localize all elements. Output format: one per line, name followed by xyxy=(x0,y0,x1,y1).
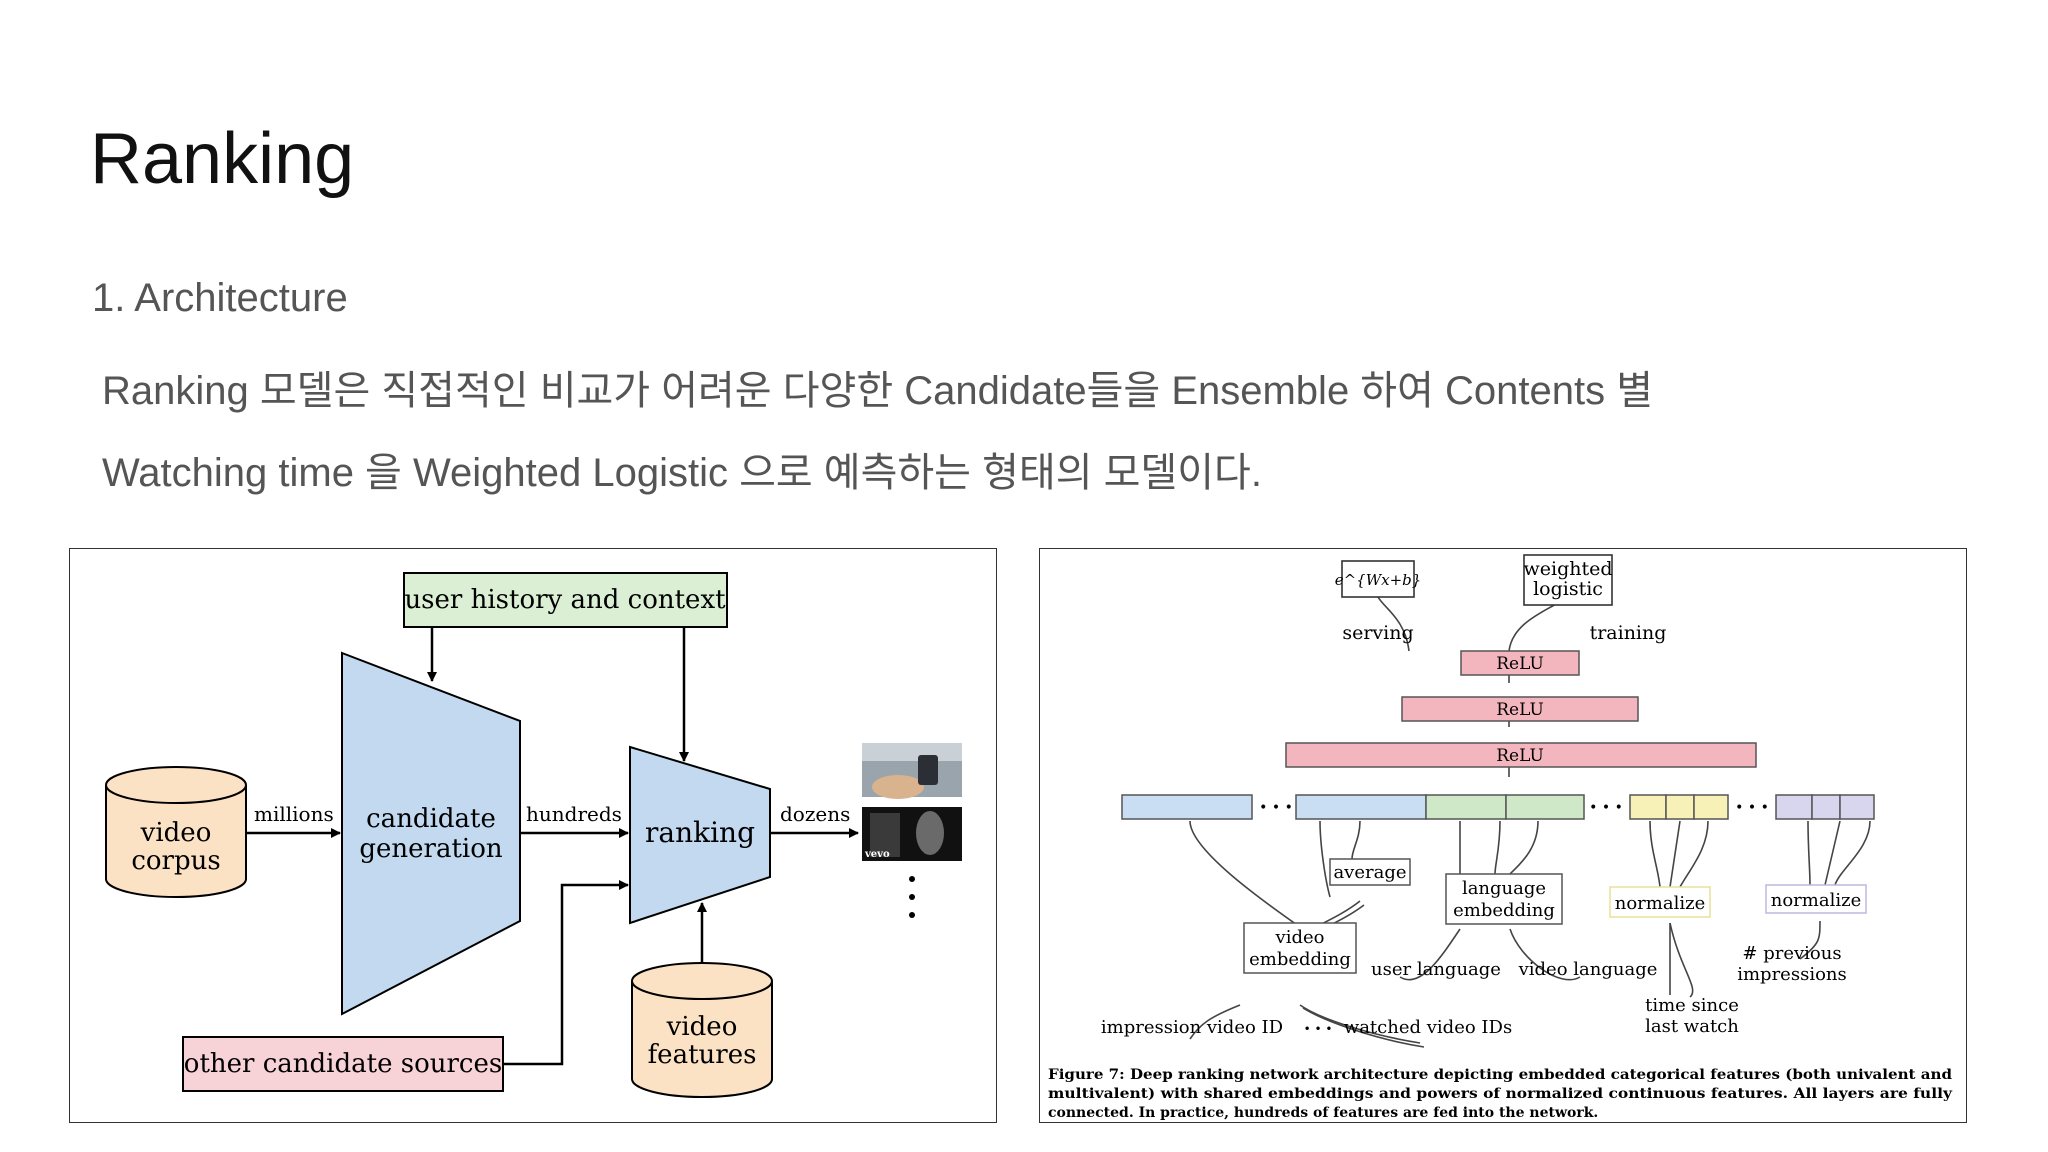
normalize-box-a xyxy=(1609,886,1711,918)
prev-impressions-label-1: # previous xyxy=(1742,943,1841,964)
language-embedding-box xyxy=(1445,873,1563,925)
hundreds-label: hundreds xyxy=(526,802,622,826)
millions-label: millions xyxy=(254,802,334,826)
section-heading: 1. Architecture xyxy=(92,276,348,320)
pipeline-diagram: user history and context video corpus mi… xyxy=(69,548,997,1123)
watched-embedding-block xyxy=(1295,794,1427,820)
ranking-network-diagram: e^{Wx+b} weighted logistic serving train… xyxy=(1039,548,1967,1123)
video-features-cylinder xyxy=(631,962,773,1098)
time-since-sq-block xyxy=(1693,794,1729,820)
video-language-block xyxy=(1505,794,1585,820)
impression-embedding-block xyxy=(1121,794,1253,820)
weighted-logistic-label-1: weighted xyxy=(1523,558,1612,580)
candidate-generation-shape xyxy=(341,651,521,1016)
id-dots: • • • xyxy=(1304,1022,1333,1036)
video-thumbnail-2: vevo xyxy=(862,807,962,861)
exp-formula: e^{Wx+b} xyxy=(1335,571,1422,589)
time-since-sqrt-block xyxy=(1629,794,1667,820)
serving-label: serving xyxy=(1342,622,1413,644)
body-text-line-1: Ranking 모델은 직접적인 비교가 어려운 다양한 Candidate들을… xyxy=(102,369,1654,413)
user-history-box xyxy=(403,572,728,628)
feature-dots-2: • • • xyxy=(1589,800,1623,816)
normalize-label-b: normalize xyxy=(1771,890,1861,911)
figure-caption-line-2: multivalent) with shared embeddings and … xyxy=(1048,1086,1953,1102)
prev-impressions-label-2: impressions xyxy=(1737,964,1847,985)
dozens-label: dozens xyxy=(780,802,850,826)
normalize-label-a: normalize xyxy=(1615,893,1705,914)
feature-dots-3: • • • xyxy=(1735,800,1769,816)
candidate-generation-label-2: generation xyxy=(359,834,503,864)
video-thumbnail-1 xyxy=(862,743,962,799)
relu-bottom-label: ReLU xyxy=(1496,746,1544,766)
weighted-logistic-box xyxy=(1523,554,1613,606)
more-dot-2 xyxy=(909,894,915,900)
body-text-line-2: Watching time 을 Weighted Logistic 으로 예측하… xyxy=(102,451,1262,495)
figure-caption-line-1: Figure 7: Deep ranking network architect… xyxy=(1048,1067,1952,1083)
impressions-sqrt-block xyxy=(1775,794,1813,820)
relu-bottom-layer xyxy=(1285,742,1757,768)
impressions-sq-block xyxy=(1839,794,1875,820)
user-history-label: user history and context xyxy=(404,585,726,615)
relu-top-layer xyxy=(1460,650,1580,676)
impression-video-id-label: impression video ID xyxy=(1101,1017,1283,1038)
candidate-generation-label-1: candidate xyxy=(366,804,496,834)
language-embedding-label-2: embedding xyxy=(1453,900,1555,921)
video-features-label-2: features xyxy=(648,1040,757,1070)
video-language-label: video language xyxy=(1518,959,1658,980)
relu-mid-label: ReLU xyxy=(1496,700,1544,720)
normalize-box-b xyxy=(1765,884,1867,914)
training-label: training xyxy=(1590,622,1667,644)
video-corpus-label-1: video xyxy=(140,818,212,848)
more-dot-3 xyxy=(909,912,915,918)
slide-title: Ranking xyxy=(90,119,355,199)
vevo-badge: vevo xyxy=(864,849,890,860)
language-embedding-label-1: language xyxy=(1462,878,1546,899)
other-sources-label: other candidate sources xyxy=(184,1049,502,1079)
ranking-label: ranking xyxy=(645,816,755,849)
other-sources-box xyxy=(182,1036,504,1092)
other-sources-arrow xyxy=(503,880,629,1066)
video-embedding-label-1: video xyxy=(1275,927,1325,948)
user-language-block xyxy=(1425,794,1507,820)
user-language-label: user language xyxy=(1371,959,1501,980)
time-since-label-1: time since xyxy=(1645,995,1739,1016)
time-since-label-2: last watch xyxy=(1645,1016,1739,1037)
watched-video-ids-label: watched video IDs xyxy=(1344,1017,1512,1038)
more-dot-1 xyxy=(909,876,915,882)
video-embedding-label-2: embedding xyxy=(1249,949,1351,970)
time-since-x-block xyxy=(1665,794,1695,820)
video-corpus-label-2: corpus xyxy=(131,846,220,876)
average-label: average xyxy=(1333,862,1406,883)
relu-mid-layer xyxy=(1401,696,1639,722)
relu-top-label: ReLU xyxy=(1496,654,1544,674)
exp-output-box xyxy=(1341,560,1415,598)
impressions-x-block xyxy=(1811,794,1841,820)
average-box xyxy=(1329,858,1411,886)
weighted-logistic-label-2: logistic xyxy=(1533,578,1603,600)
feature-dots-1: • • • xyxy=(1259,800,1293,816)
video-features-label-1: video xyxy=(666,1012,738,1042)
video-embedding-box xyxy=(1243,922,1357,974)
figure-caption-line-3: connected. In practice, hundreds of feat… xyxy=(1048,1105,1598,1121)
video-corpus-cylinder xyxy=(105,766,247,898)
ranking-shape xyxy=(629,745,771,925)
